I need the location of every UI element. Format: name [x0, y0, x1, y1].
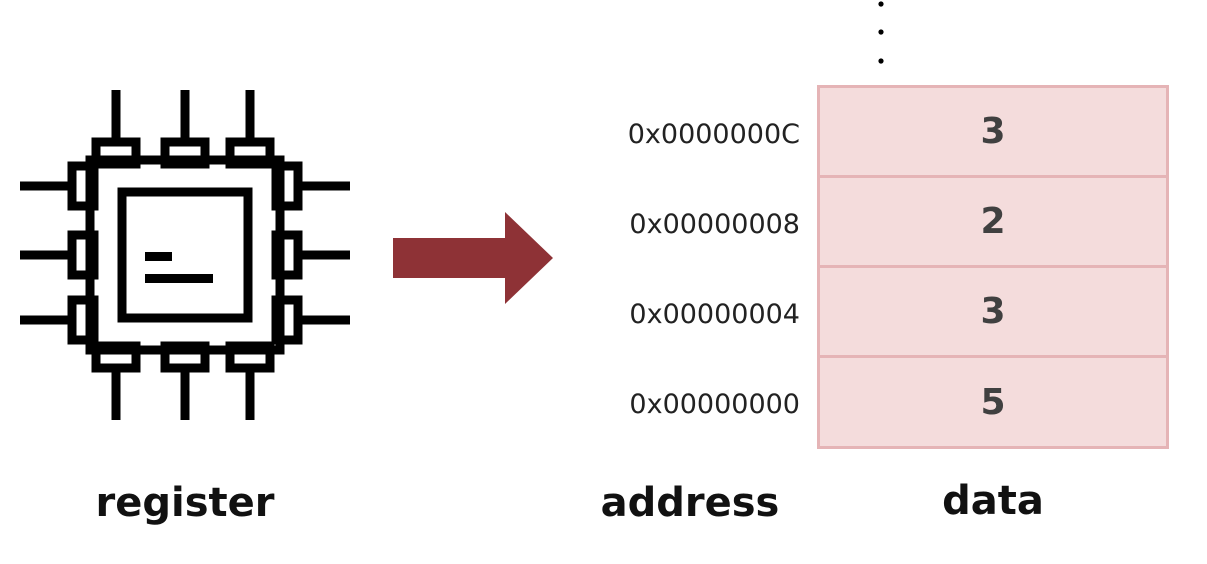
memory-cell: 3 [820, 88, 1166, 178]
memory-cell: 2 [820, 178, 1166, 268]
memory-cell: 3 [820, 268, 1166, 358]
address-label: address [600, 480, 780, 526]
memory-block: 3 2 3 5 [817, 85, 1169, 449]
register-label: register [95, 480, 275, 526]
memory-address: 0x0000000C [627, 119, 800, 150]
vertical-ellipsis-icon [878, 1, 884, 64]
memory-cell: 5 [980, 381, 1006, 423]
right-arrow-icon [393, 212, 553, 304]
memory-address: 0x00000008 [629, 209, 800, 240]
memory-address: 0x00000000 [629, 389, 800, 420]
memory-address: 0x00000004 [629, 299, 800, 330]
data-label: data [942, 478, 1044, 524]
cpu-chip-icon [20, 90, 350, 420]
